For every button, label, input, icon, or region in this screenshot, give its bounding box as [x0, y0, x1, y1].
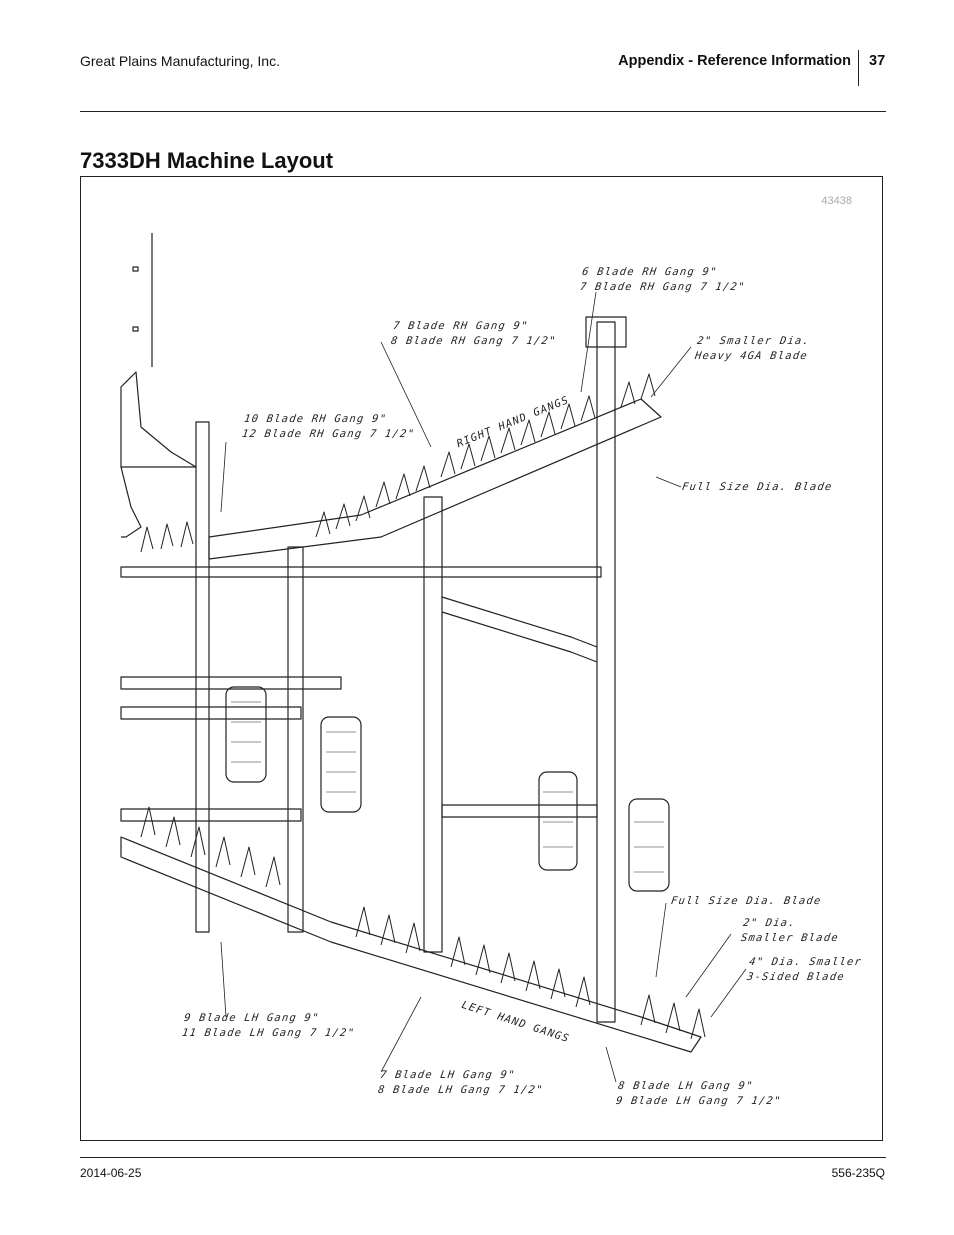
callout-lh-gang-8-9: 8 Blade LH Gang 9" 9 Blade LH Gang 7 1/2" — [615, 1079, 785, 1109]
machine-layout-drawing — [120, 233, 747, 1083]
callout-rh-gang-6-7: 6 Blade RH Gang 9" 7 Blade RH Gang 7 1/2" — [579, 265, 749, 295]
callout-two-in-smaller: 2" Dia. Smaller Blade — [740, 916, 842, 946]
page-title: 7333DH Machine Layout — [80, 148, 334, 173]
footer-rule — [80, 1157, 886, 1158]
callout-line: 4" Dia. Smaller — [748, 956, 863, 968]
callout-lh-gang-7-8: 7 Blade LH Gang 9" 8 Blade LH Gang 7 1/2" — [377, 1068, 547, 1098]
callout-line: 9 Blade LH Gang 9" — [183, 1012, 321, 1024]
callout-line: 2" Dia. — [742, 917, 797, 929]
callout-full-size-top: Full Size Dia. Blade — [681, 481, 834, 493]
callout-four-in-smaller: 4" Dia. Smaller 3-Sided Blade — [746, 955, 863, 985]
callout-line: 7 Blade RH Gang 7 1/2" — [579, 281, 747, 293]
callout-line: 7 Blade LH Gang 9" — [379, 1069, 517, 1081]
callout-line: 8 Blade LH Gang 9" — [617, 1080, 755, 1092]
callout-line: Heavy 4GA Blade — [694, 350, 809, 362]
callout-line: 12 Blade RH Gang 7 1/2" — [241, 428, 416, 440]
callout-line: 6 Blade RH Gang 9" — [581, 266, 719, 278]
footer-date: 2014-06-25 — [80, 1166, 142, 1180]
company-name: Great Plains Manufacturing, Inc. — [80, 53, 280, 69]
callout-line: 8 Blade RH Gang 7 1/2" — [390, 335, 558, 347]
callout-line: 2" Smaller Dia. — [696, 335, 811, 347]
callout-rh-gang-7-8: 7 Blade RH Gang 9" 8 Blade RH Gang 7 1/2" — [390, 319, 560, 349]
callout-rh-gang-10-12: 10 Blade RH Gang 9" 12 Blade RH Gang 7 1/… — [241, 412, 418, 442]
callout-line: 7 Blade RH Gang 9" — [392, 320, 530, 332]
callout-smaller-heavy: 2" Smaller Dia. Heavy 4GA Blade — [694, 334, 811, 364]
callout-line: 10 Blade RH Gang 9" — [243, 413, 388, 425]
section-title: Appendix - Reference Information — [618, 53, 851, 69]
callout-full-size-bottom: Full Size Dia. Blade — [670, 895, 823, 907]
footer-part-number: 556-235Q — [831, 1166, 885, 1180]
callout-lh-gang-9-11: 9 Blade LH Gang 9" 11 Blade LH Gang 7 1/2… — [181, 1011, 358, 1041]
header-separator — [858, 50, 859, 86]
figure-number: 43438 — [821, 195, 852, 207]
figure-frame: 43438 — [80, 176, 883, 1141]
callout-line: 3-Sided Blade — [746, 971, 846, 983]
callout-line: 11 Blade LH Gang 7 1/2" — [181, 1027, 356, 1039]
callout-line: 8 Blade LH Gang 7 1/2" — [377, 1084, 545, 1096]
callout-line: 9 Blade LH Gang 7 1/2" — [615, 1095, 783, 1107]
callout-line: Smaller Blade — [740, 932, 840, 944]
header-rule — [80, 111, 886, 112]
page-number: 37 — [869, 53, 886, 69]
